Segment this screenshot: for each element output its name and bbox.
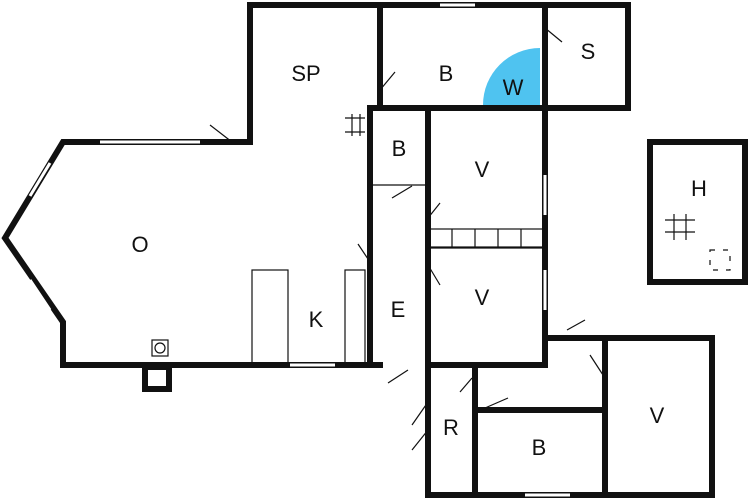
windows bbox=[28, 3, 570, 497]
room-label-o: O bbox=[131, 232, 148, 257]
stairs bbox=[429, 228, 545, 248]
room-label-b-top: B bbox=[439, 61, 454, 86]
shower-area bbox=[483, 48, 540, 105]
ladder-icon bbox=[345, 114, 365, 136]
room-label-v-top: V bbox=[475, 157, 490, 182]
kitchen-counter bbox=[344, 269, 366, 364]
room-label-e: E bbox=[391, 297, 406, 322]
door-swings bbox=[209, 27, 604, 451]
room-label-s: S bbox=[581, 39, 596, 64]
ladder-icon bbox=[665, 214, 695, 240]
room-label-w: W bbox=[503, 75, 524, 100]
room-label-b-bottom: B bbox=[532, 435, 547, 460]
hatch-icon bbox=[709, 249, 731, 271]
room-label-r: R bbox=[443, 415, 459, 440]
kitchen-counter bbox=[251, 269, 289, 364]
room-label-sp: SP bbox=[291, 61, 320, 86]
room-label-v-mid: V bbox=[475, 285, 490, 310]
stove-icon bbox=[151, 339, 169, 357]
room-label-b-small: B bbox=[392, 136, 407, 161]
room-label-k: K bbox=[309, 307, 324, 332]
stove-icon bbox=[154, 342, 166, 354]
room-label-h: H bbox=[691, 176, 707, 201]
room-label-v-right: V bbox=[650, 403, 665, 428]
